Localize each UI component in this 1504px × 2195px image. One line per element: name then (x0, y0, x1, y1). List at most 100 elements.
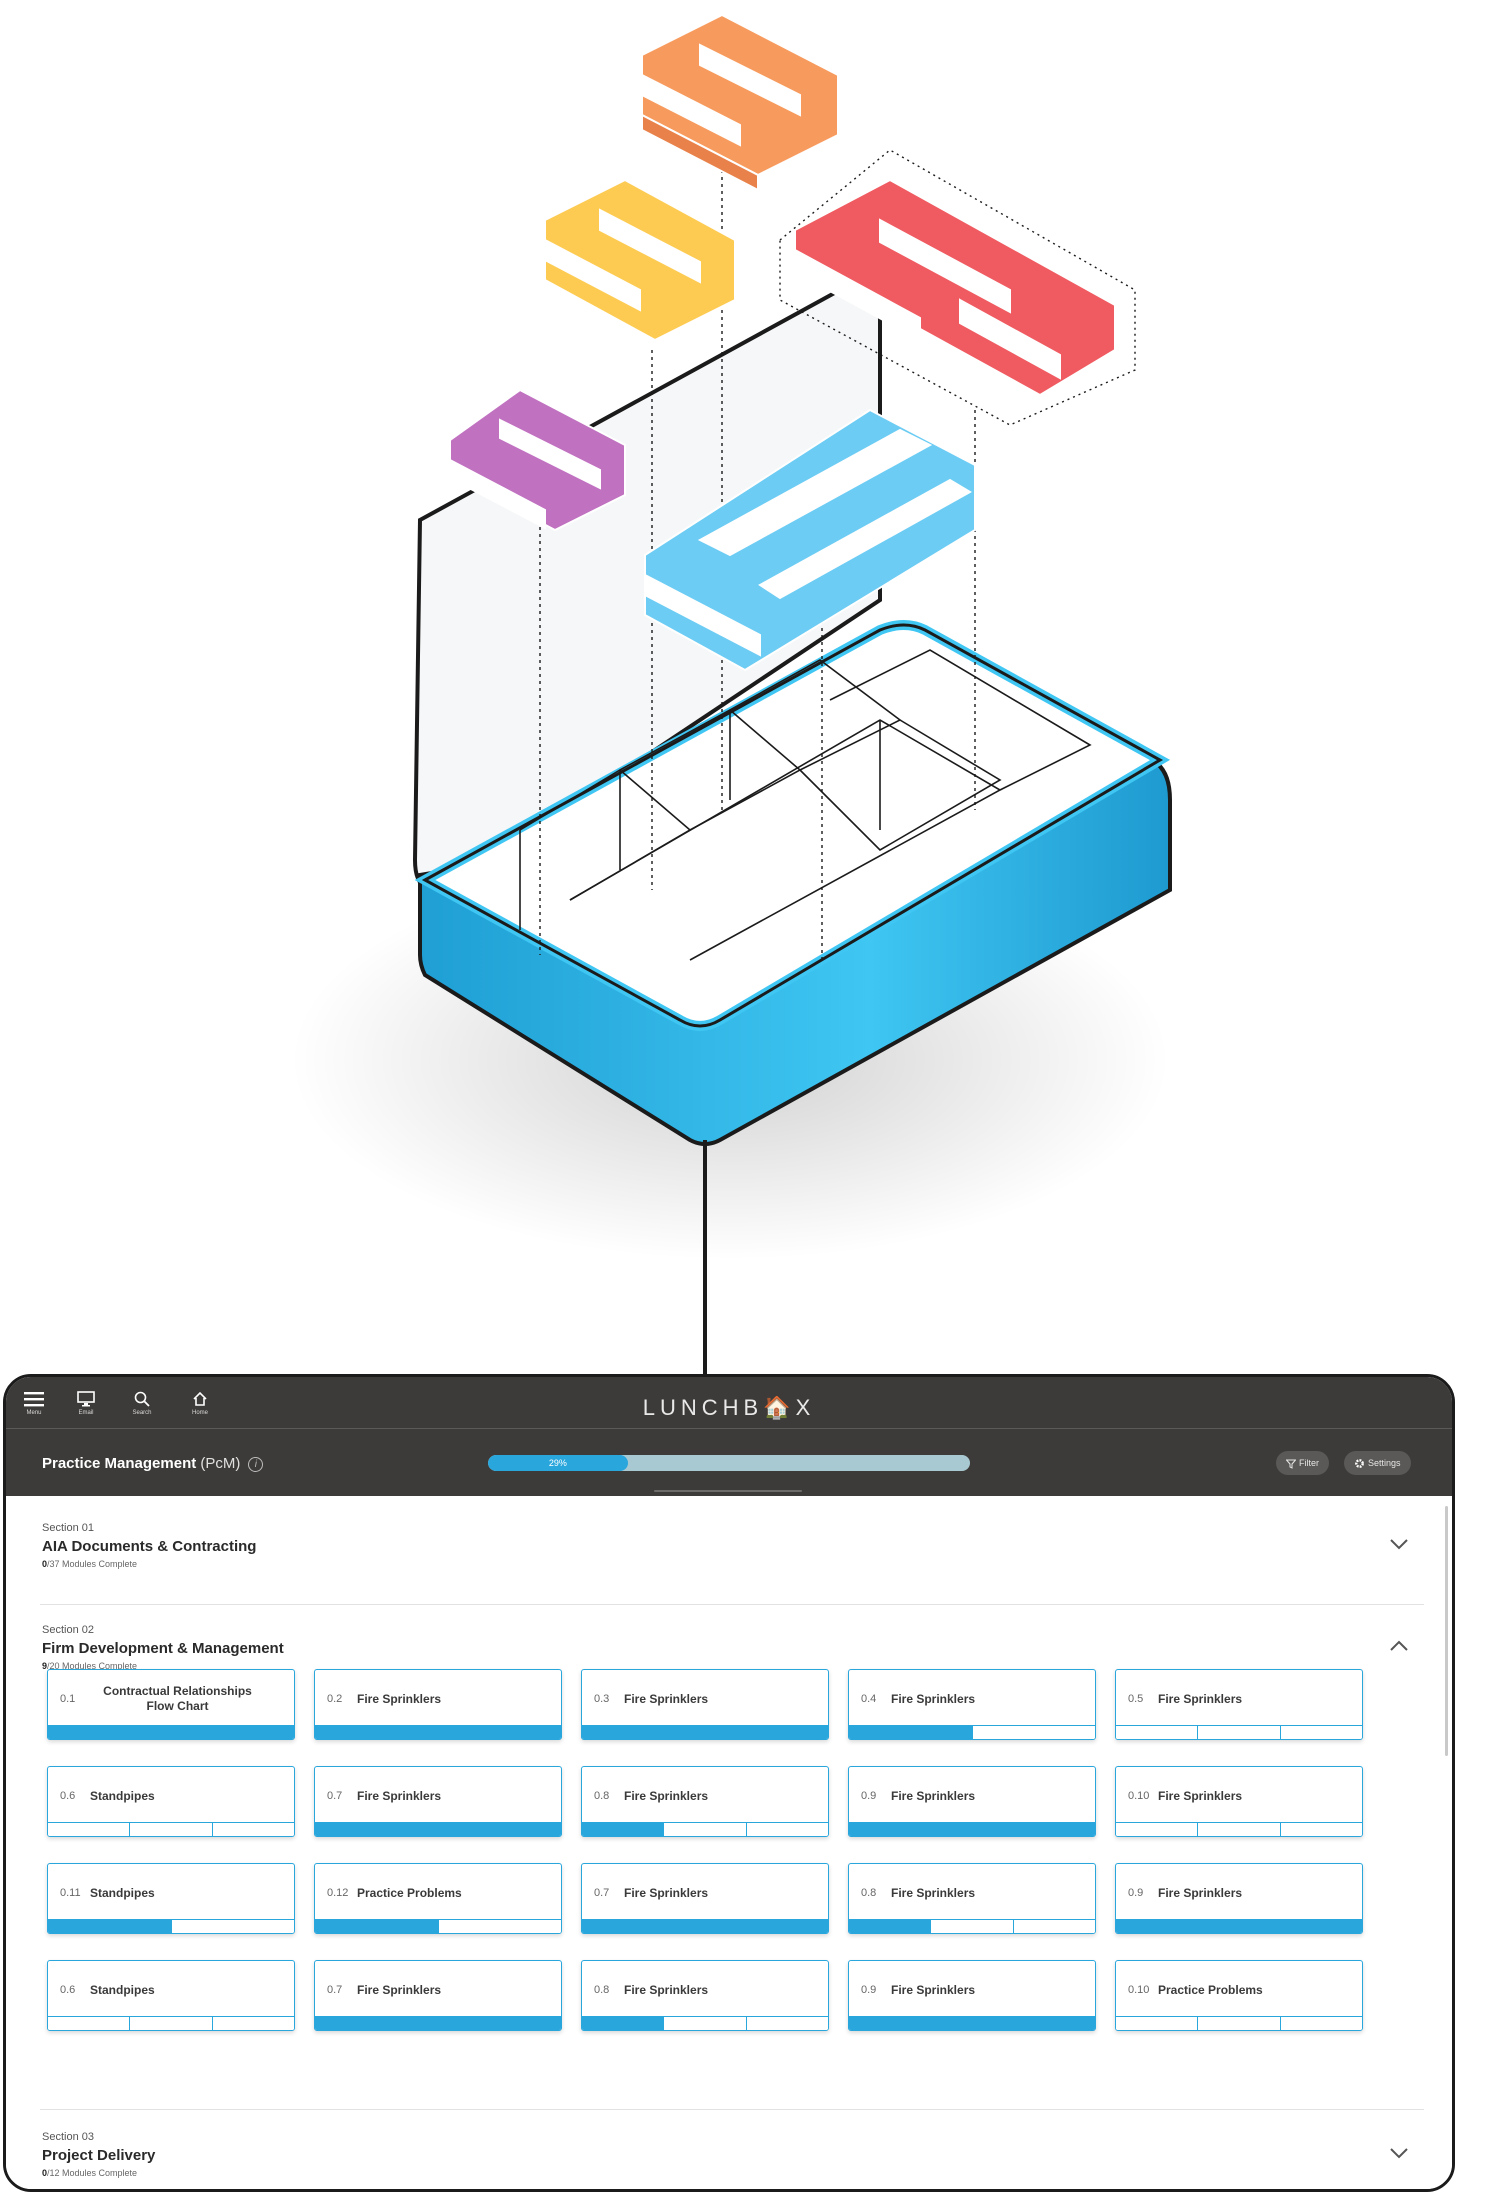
section-number: Section 01 (42, 1522, 94, 1534)
search-icon (134, 1391, 150, 1407)
module-card[interactable]: 0.2 Fire Sprinklers (314, 1669, 562, 1740)
top-bar: Menu Email Search Home LUNCHB🏠X (6, 1377, 1452, 1429)
progress-segment (1280, 1822, 1362, 1836)
module-progress (1116, 1725, 1362, 1739)
home-button[interactable]: Home (178, 1391, 222, 1416)
module-progress (849, 1725, 1095, 1739)
progress-segment (1116, 2016, 1199, 2030)
menu-button[interactable]: Menu (12, 1391, 56, 1416)
module-number: 0.4 (861, 1692, 877, 1705)
course-progress-bar: 29% (488, 1455, 970, 1471)
progress-segment (48, 1725, 294, 1739)
progress-segment (972, 1725, 1095, 1739)
module-title: Contractual Relationships Flow Chart (103, 1683, 252, 1713)
progress-segment (931, 1919, 1014, 1933)
course-header: Practice Management (PcM) i 29% Filter Se… (6, 1429, 1452, 1496)
chevron-down-icon[interactable] (1390, 2147, 1408, 2159)
home-label: Home (191, 1410, 208, 1416)
chevron-down-icon[interactable] (1390, 1538, 1408, 1550)
orange-blocks (641, 13, 839, 192)
section-number: Section 02 (42, 1624, 94, 1636)
module-progress (315, 1822, 561, 1836)
progress-segment (48, 2016, 131, 2030)
hamburger-icon (24, 1392, 44, 1407)
search-button[interactable]: Search (120, 1391, 164, 1416)
module-number: 0.7 (327, 1983, 343, 1996)
module-title: Fire Sprinklers (357, 1691, 442, 1706)
module-title: Fire Sprinklers (357, 1982, 442, 1997)
course-title: Practice Management (42, 1455, 197, 1472)
scrollbar[interactable] (1445, 1506, 1448, 1756)
section-01[interactable]: Section 01 AIA Documents & Contracting 0… (42, 1522, 1416, 1569)
progress-fill (488, 1455, 628, 1471)
module-number: 0.10 (1128, 1983, 1150, 1996)
module-title: Practice Problems (1158, 1982, 1263, 1997)
progress-segment (212, 2016, 294, 2030)
module-progress (315, 1725, 561, 1739)
progress-segment (130, 1822, 213, 1836)
module-card[interactable]: 0.10 Practice Problems (1115, 1960, 1363, 2031)
module-card[interactable]: 0.7 Fire Sprinklers (314, 1960, 562, 2031)
module-progress (1116, 1822, 1362, 1836)
module-title: Fire Sprinklers (891, 1885, 976, 1900)
module-card[interactable]: 0.1 Contractual Relationships Flow Chart (47, 1669, 295, 1740)
module-title: Standpipes (90, 1885, 155, 1900)
progress-segment (849, 1725, 973, 1739)
module-title: Fire Sprinklers (891, 1788, 976, 1803)
modules-total: /37 Modules Complete (47, 1559, 138, 1569)
module-title: Fire Sprinklers (624, 1788, 709, 1803)
gear-icon (1355, 1459, 1364, 1469)
filter-button[interactable]: Filter (1276, 1451, 1329, 1475)
course-abbr: (PcM) (196, 1455, 241, 1472)
content-area: Section 01 AIA Documents & Contracting 0… (6, 1496, 1452, 2189)
module-progress (582, 1725, 828, 1739)
progress-segment (1198, 1822, 1281, 1836)
progress-segment (849, 2016, 1095, 2030)
section-divider (40, 2109, 1424, 2110)
progress-segment (1280, 1725, 1362, 1739)
section-02[interactable]: Section 02 Firm Development & Management… (42, 1624, 1416, 1671)
modules-done: 9 (42, 1661, 48, 1671)
progress-segment (438, 1919, 561, 1933)
module-progress (849, 2016, 1095, 2030)
progress-segment (315, 1919, 439, 1933)
module-number: 0.7 (327, 1789, 343, 1802)
settings-button[interactable]: Settings (1344, 1451, 1411, 1475)
lunchbox-illustration (290, 13, 1172, 1375)
module-number: 0.3 (594, 1692, 610, 1705)
info-icon[interactable]: i (248, 1456, 264, 1472)
module-title: Fire Sprinklers (1158, 1885, 1243, 1900)
module-number: 0.9 (861, 1983, 877, 1996)
module-progress (48, 2016, 294, 2030)
section-03[interactable]: Section 03 Project Delivery 0/12 Modules… (42, 2131, 1416, 2178)
module-number: 0.2 (327, 1692, 343, 1705)
progress-segment (315, 2016, 561, 2030)
drag-handle[interactable] (654, 1490, 802, 1492)
module-number: 0.11 (60, 1886, 81, 1899)
module-card[interactable]: 0.11 Standpipes (47, 1863, 295, 1934)
modules-total: /12 Modules Complete (47, 2168, 138, 2178)
red-blocks (794, 178, 1116, 397)
module-number: 0.1 (60, 1692, 76, 1705)
email-button[interactable]: Email (64, 1391, 108, 1416)
module-progress (582, 2016, 828, 2030)
search-label: Search (132, 1410, 152, 1416)
module-number: 0.12 (327, 1886, 349, 1899)
progress-segment (746, 1822, 828, 1836)
chevron-up-icon[interactable] (1390, 1640, 1408, 1652)
